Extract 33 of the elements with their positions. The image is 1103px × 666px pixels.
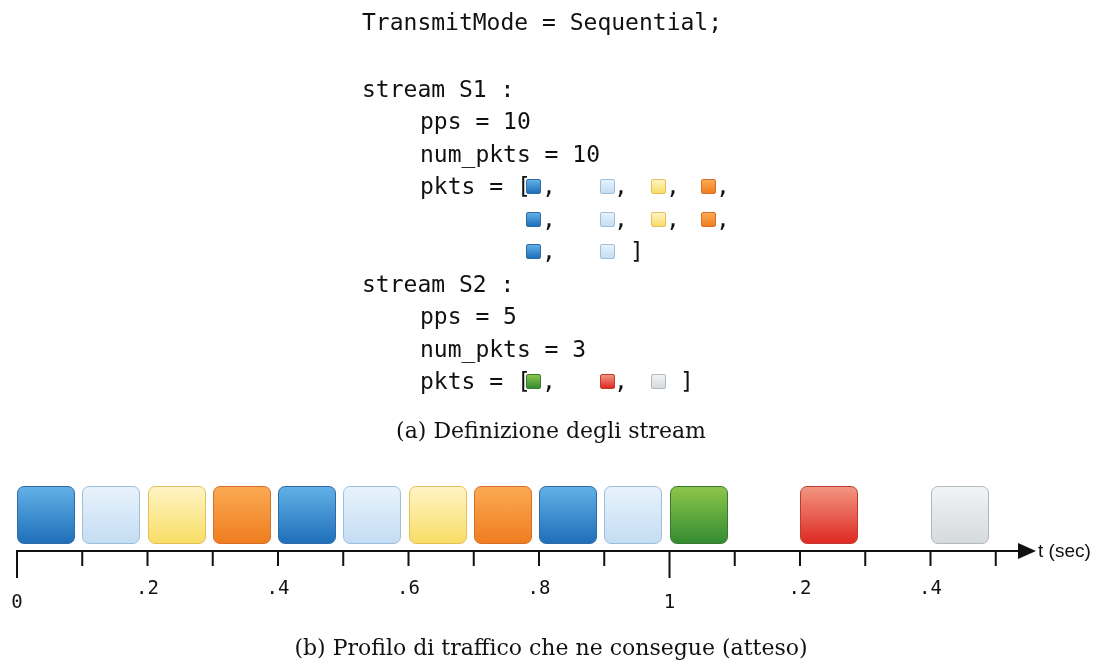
code-line: , <box>542 237 556 265</box>
tick-label: .8 <box>527 576 551 598</box>
code-line: TransmitMode = Sequential; <box>362 8 723 36</box>
code-line: , <box>666 205 680 233</box>
code-line: stream S1 : <box>362 75 515 103</box>
code-line: , <box>716 205 730 233</box>
tick-label: 0 <box>11 590 23 612</box>
code-line: pps = 10 <box>420 107 531 135</box>
caption: (a) Definizione degli stream <box>396 417 706 445</box>
code-line: , <box>542 172 556 200</box>
code-line: , <box>542 367 556 395</box>
code-line: pps = 5 <box>420 302 517 330</box>
tick-label: .2 <box>788 576 812 598</box>
code-line: , <box>716 172 730 200</box>
code-line: pkts = [ <box>420 367 531 395</box>
axis-label: t (sec) <box>1038 540 1091 562</box>
tick-label: .2 <box>136 576 159 598</box>
code-line: ] <box>680 367 694 395</box>
code-line: pkts = [ <box>420 172 531 200</box>
code-line: , <box>614 205 628 233</box>
code-line: , <box>614 172 628 200</box>
tick-label: .4 <box>919 576 942 598</box>
code-line: , <box>542 205 556 233</box>
code-line: , <box>614 367 628 395</box>
code-line: , <box>666 172 680 200</box>
caption: (b) Profilo di traffico che ne consegue (atteso) <box>294 634 808 662</box>
code-line: num_pkts = 10 <box>420 140 600 168</box>
tick-label: .6 <box>397 576 420 598</box>
code-line: num_pkts = 3 <box>420 335 587 363</box>
code-line: ] <box>630 237 644 265</box>
tick-label: .4 <box>266 576 290 598</box>
code-line: stream S2 : <box>362 270 515 298</box>
tick-label: 1 <box>663 590 676 612</box>
